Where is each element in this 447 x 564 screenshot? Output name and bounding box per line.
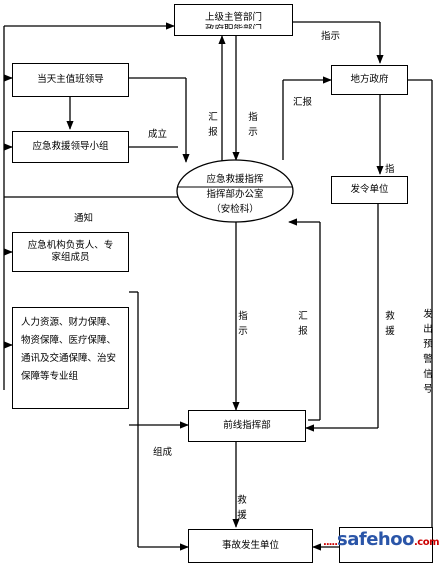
watermark-brand: safehoo xyxy=(337,529,414,550)
agency-heads-label: 应急机构负责人、专家组成员 xyxy=(27,240,114,263)
duty-leader-label: 当天主值班领导 xyxy=(37,74,104,86)
issuing-unit-box: 发令单位 xyxy=(331,176,408,204)
ellipse-line3: （安检科） xyxy=(211,204,259,215)
watermark-dots-right: .com xyxy=(413,537,440,548)
ellipse-line2: 指挥部办公室 xyxy=(206,189,264,200)
label-instruct-top: 指示 xyxy=(321,31,341,42)
superior-sub-label: 政府职能部门 xyxy=(205,24,262,29)
support-groups-label: 人力资源、财力保障、物资保障、医疗保障、通讯及交通保障、治安保障等专业组 xyxy=(21,317,117,382)
issuing-unit-label: 发令单位 xyxy=(350,184,389,196)
label-report-left: 汇 报 xyxy=(208,112,218,138)
front-command-label: 前线指挥部 xyxy=(223,420,271,432)
command-office-ellipse xyxy=(176,159,294,223)
label-instruct-gov: 指 xyxy=(385,164,395,175)
watermark-box xyxy=(339,527,433,563)
label-report-right: 汇报 xyxy=(293,97,313,108)
superior-department-box: 上级主管部门 政府职能部门 xyxy=(174,4,293,36)
label-report-mid: 汇 报 xyxy=(298,311,308,337)
label-rescue-gov: 救 援 xyxy=(385,311,395,337)
label-instruct-left: 指 示 xyxy=(248,112,258,138)
duty-leader-box: 当天主值班领导 xyxy=(12,63,129,97)
accident-unit-label: 事故发生单位 xyxy=(221,540,279,552)
label-notify: 通知 xyxy=(74,213,94,224)
agency-heads-box: 应急机构负责人、专家组成员 xyxy=(12,232,129,272)
front-command-box: 前线指挥部 xyxy=(188,410,306,442)
local-government-box: 地方政府 xyxy=(331,65,408,95)
accident-unit-box: 事故发生单位 xyxy=(188,529,313,563)
label-established: 成立 xyxy=(148,129,168,140)
rescue-group-label: 应急救援领导小组 xyxy=(32,141,109,153)
support-groups-box: 人力资源、财力保障、物资保障、医疗保障、通讯及交通保障、治安保障等专业组 xyxy=(12,307,129,409)
ellipse-line1: 应急救援指挥 xyxy=(206,174,264,185)
label-rescue-bottom: 救 援 xyxy=(237,495,247,521)
label-warning: 发 出 预 警 信 号 xyxy=(423,309,433,395)
local-government-label: 地方政府 xyxy=(350,74,389,86)
label-instruct-mid: 指 示 xyxy=(238,311,248,337)
rescue-group-box: 应急救援领导小组 xyxy=(12,131,129,163)
command-office-text: 应急救援指挥 指挥部办公室 （安检科） xyxy=(180,172,290,217)
label-formed: 组成 xyxy=(153,447,173,458)
superior-label: 上级主管部门 xyxy=(204,11,262,23)
safehoo-watermark: .....safehoo.com xyxy=(323,529,439,550)
watermark-dots-left: ..... xyxy=(323,537,338,548)
